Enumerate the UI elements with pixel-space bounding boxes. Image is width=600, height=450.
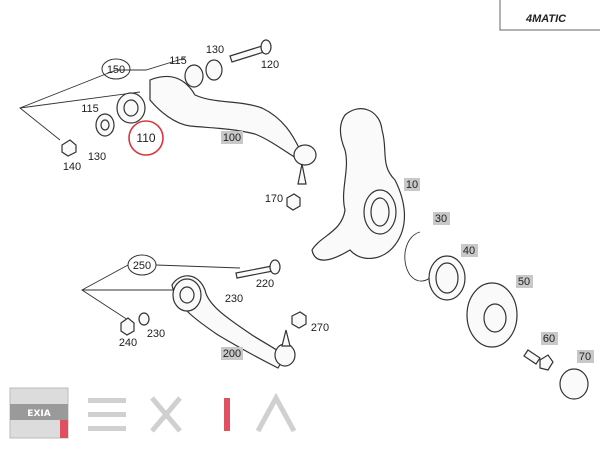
svg-text:70: 70 bbox=[579, 351, 591, 363]
callout-200[interactable]: 200 bbox=[221, 347, 243, 360]
upper-arm-assembly bbox=[19, 39, 317, 211]
ball-joint bbox=[293, 144, 317, 166]
callout-50[interactable]: 50 bbox=[516, 275, 533, 288]
svg-text:40: 40 bbox=[463, 245, 475, 257]
bolt-220 bbox=[235, 265, 274, 279]
svg-text:200: 200 bbox=[223, 348, 241, 360]
nut-270 bbox=[291, 311, 307, 329]
wheel-bearing-40 bbox=[428, 255, 466, 301]
callout-250[interactable]: 250 bbox=[127, 254, 157, 276]
washer-230 bbox=[138, 312, 150, 326]
callout-100[interactable]: 100 bbox=[221, 131, 243, 144]
svg-text:10: 10 bbox=[406, 179, 418, 191]
svg-text:60: 60 bbox=[543, 333, 555, 345]
callout-220[interactable]: 220 bbox=[256, 278, 274, 290]
callout-270[interactable]: 270 bbox=[311, 322, 329, 334]
callout-150[interactable]: 150 bbox=[101, 58, 131, 80]
callout-130-top[interactable]: 130 bbox=[206, 44, 224, 56]
callout-115-top[interactable]: 115 bbox=[169, 55, 187, 67]
callout-10[interactable]: 10 bbox=[404, 178, 420, 191]
callout-115-left[interactable]: 115 bbox=[81, 103, 99, 115]
4matic-badge: 4MATIC bbox=[499, 0, 600, 31]
nut-240 bbox=[120, 317, 135, 336]
watermark-a bbox=[255, 392, 297, 433]
svg-text:30: 30 bbox=[435, 213, 447, 225]
svg-text:EXIA: EXIA bbox=[27, 409, 50, 419]
wheel-hub-50 bbox=[466, 282, 518, 348]
nut-170 bbox=[286, 193, 301, 211]
callout-230-right[interactable]: 230 bbox=[225, 293, 243, 305]
svg-text:110: 110 bbox=[136, 131, 155, 145]
callout-130-left[interactable]: 130 bbox=[88, 151, 106, 163]
callout-70[interactable]: 70 bbox=[577, 350, 594, 363]
callout-30[interactable]: 30 bbox=[433, 212, 450, 225]
control-arm-100 bbox=[149, 75, 301, 159]
watermark-x bbox=[150, 396, 182, 433]
badge-text: 4MATIC bbox=[525, 13, 567, 25]
svg-text:50: 50 bbox=[518, 276, 530, 288]
watermark-i bbox=[224, 398, 230, 431]
svg-text:250: 250 bbox=[133, 260, 151, 272]
callout-140[interactable]: 140 bbox=[63, 161, 81, 173]
callout-40[interactable]: 40 bbox=[461, 244, 478, 257]
svg-text:100: 100 bbox=[223, 132, 241, 144]
lower-ball-joint bbox=[274, 343, 296, 367]
callout-240[interactable]: 240 bbox=[119, 337, 137, 349]
lower-arm-assembly bbox=[81, 259, 307, 369]
callout-170[interactable]: 170 bbox=[265, 193, 283, 205]
bushing-115-top bbox=[184, 64, 204, 88]
nut-140 bbox=[61, 139, 77, 157]
watermark-e bbox=[88, 398, 126, 431]
svg-text:150: 150 bbox=[107, 64, 125, 76]
washer-130-top bbox=[205, 59, 223, 81]
steering-knuckle-10 bbox=[311, 108, 406, 261]
callout-230-left[interactable]: 230 bbox=[147, 328, 165, 340]
callout-60[interactable]: 60 bbox=[541, 332, 558, 345]
hub-cap-70 bbox=[559, 368, 589, 400]
callout-110-highlighted[interactable]: 110 bbox=[128, 120, 164, 156]
exia-watermark: EXIA bbox=[9, 387, 297, 439]
bolt-120 bbox=[229, 45, 265, 63]
callout-120[interactable]: 120 bbox=[261, 59, 279, 71]
hub-bolt-60 bbox=[523, 349, 554, 371]
